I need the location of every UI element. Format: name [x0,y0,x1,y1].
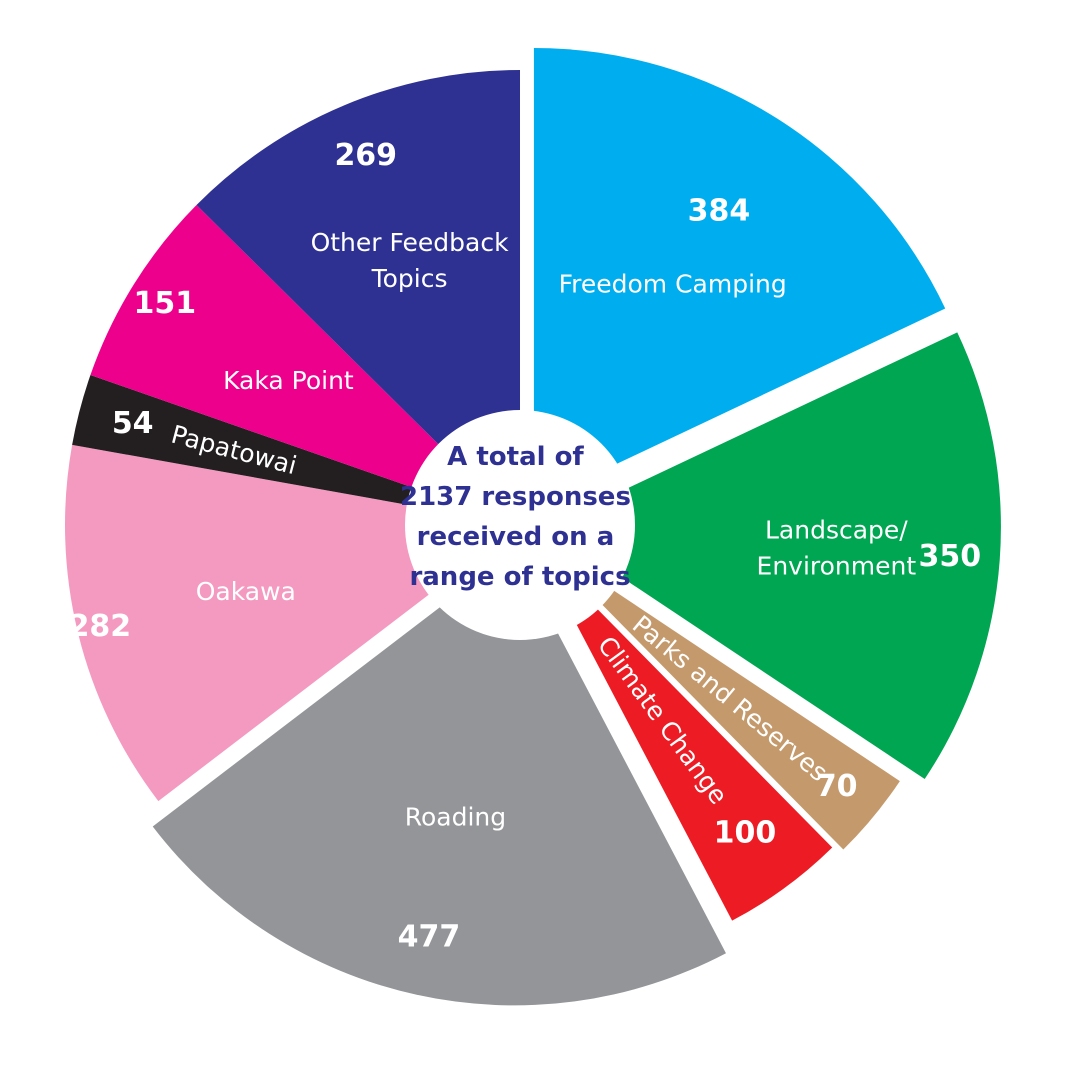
pie-slice [540,541,900,850]
slice-name-label: Kaka Point [223,366,354,395]
slice-value-label: 70 [816,769,858,804]
slice-value-label: 269 [334,138,397,173]
center-label: A total of 2137 responses received on a … [400,442,640,592]
pie-slice [90,205,521,525]
pie-slice [545,332,1001,780]
center-label-line-3: received on a [417,522,615,552]
slice-value-label: 350 [918,539,981,574]
center-label-line-2: 2137 responses [400,482,631,512]
slice-value-label: 384 [688,193,751,228]
pie-slice [533,48,946,504]
slice-value-label: 54 [112,406,154,441]
center-circle [405,410,635,640]
slice-value-label: 477 [398,919,461,954]
pie-slices [64,48,1001,1006]
slice-value-label: 100 [714,816,777,851]
pie-slice [152,550,726,1006]
pie-slice [72,375,521,525]
center-label-line-4: range of topics [409,562,630,592]
slice-name-label: Roading [405,802,506,831]
pie-slice [535,545,833,921]
center-label-line-1: A total of [447,442,584,472]
slice-name-label: Oakawa [196,577,296,606]
slice-value-label: 151 [134,286,197,321]
slice-value-label: 282 [69,609,132,644]
pie-slice [196,70,521,525]
slice-name-label: Landscape/Environment [757,516,917,581]
slice-name-label: Freedom Camping [559,269,787,298]
